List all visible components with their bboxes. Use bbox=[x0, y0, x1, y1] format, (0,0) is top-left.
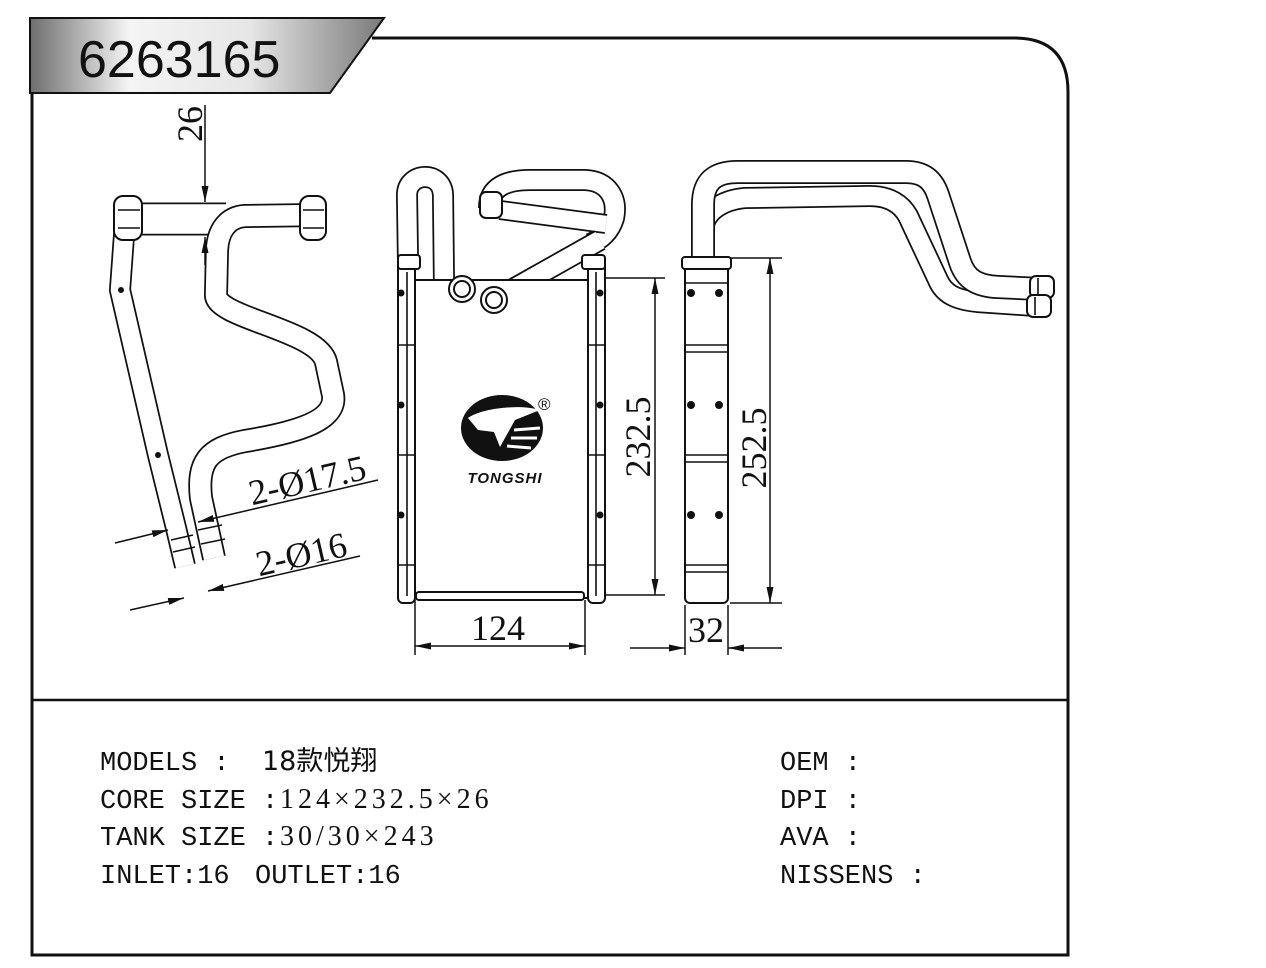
tank-size-value: 30/30×243 bbox=[280, 821, 438, 852]
dpi-label: DPI : bbox=[780, 787, 861, 817]
tank-size-label: TANK SIZE : bbox=[100, 824, 278, 854]
front-view: ® TONGSHI 232.5 124 bbox=[396, 166, 665, 655]
tank-mount-dot bbox=[397, 289, 405, 297]
tank-mount-dot bbox=[596, 401, 604, 409]
front-pipe-fitting bbox=[479, 191, 503, 219]
cross-reference-list: OEM : DPI : AVA : NISSENS : bbox=[780, 749, 926, 892]
side-mount-dot bbox=[715, 401, 723, 409]
front-cross-pipe-core bbox=[498, 201, 608, 233]
side-view: 252.5 32 bbox=[630, 160, 1055, 655]
dim-overall-height-label: 252.5 bbox=[734, 408, 774, 489]
tongshi-logo: ® TONGSHI bbox=[461, 395, 551, 487]
left-pipe-end-ring bbox=[170, 534, 194, 541]
inlet-spec: INLET:16 bbox=[100, 862, 230, 892]
left-pipe-end-ring bbox=[172, 546, 196, 553]
dim-inlet-label: 2-Ø17.5 bbox=[245, 447, 370, 513]
side-outer-pipe-core bbox=[692, 161, 1041, 300]
dim-outlet-arrow bbox=[129, 597, 185, 611]
dim-inlet-arrow bbox=[114, 529, 169, 544]
right-pipe-end-ring bbox=[200, 538, 226, 545]
right-pipe-end-ring bbox=[197, 524, 223, 531]
core-bottom-bar bbox=[415, 591, 585, 601]
side-mount-dot bbox=[715, 289, 723, 297]
side-pipe-view: 26 2-Ø17.5 2-Ø16 bbox=[109, 105, 379, 611]
side-top-cap bbox=[681, 256, 732, 270]
title-tab: 6263165 bbox=[29, 17, 386, 94]
pipe-joint-mark bbox=[118, 287, 124, 293]
registered-mark: ® bbox=[538, 395, 551, 414]
spec-table: MODELS : 18款悦翔 CORE SIZE : 124×232.5×26 … bbox=[100, 746, 493, 892]
outlet-spec: OUTLET:16 bbox=[255, 862, 401, 892]
side-mount-dot bbox=[687, 511, 695, 519]
pipe-port-ring bbox=[453, 280, 471, 298]
oem-label: OEM : bbox=[780, 749, 861, 779]
pipe-port-ring bbox=[485, 291, 503, 309]
models-value: 18款悦翔 bbox=[262, 746, 377, 777]
pipe-joint-mark bbox=[155, 452, 161, 458]
tank-mount-dot bbox=[596, 511, 604, 519]
left-top-fitting bbox=[113, 195, 143, 241]
right-top-fitting bbox=[299, 195, 327, 241]
left-tank-cap bbox=[397, 254, 421, 270]
models-label: MODELS : bbox=[100, 749, 230, 779]
side-mount-dot bbox=[687, 289, 695, 297]
dim-26-label: 26 bbox=[170, 106, 210, 142]
dim-inlet-leader bbox=[197, 479, 379, 523]
right-tank-cap bbox=[581, 254, 606, 270]
tank-mount-dot bbox=[397, 511, 405, 519]
front-arc-pipe-core bbox=[479, 170, 625, 253]
core-size-label: CORE SIZE : bbox=[100, 787, 278, 817]
front-u-pipe-core bbox=[397, 167, 454, 285]
core-size-value: 124×232.5×26 bbox=[280, 784, 493, 815]
dim-core-width-label: 124 bbox=[471, 608, 525, 648]
ava-label: AVA : bbox=[780, 824, 861, 854]
side-mount-dot bbox=[687, 401, 695, 409]
nissens-label: NISSENS : bbox=[780, 862, 926, 892]
title-tab-background bbox=[29, 17, 386, 94]
tank-mount-dot bbox=[596, 289, 604, 297]
drawing-frame bbox=[30, 36, 1070, 957]
logo-speed-lines bbox=[506, 426, 541, 450]
tank-mount-dot bbox=[397, 401, 405, 409]
dim-outlet-leader bbox=[207, 555, 361, 592]
part-number: 6263165 bbox=[78, 31, 280, 89]
brand-name: TONGSHI bbox=[467, 470, 542, 487]
side-body bbox=[684, 262, 729, 604]
logo-t-shape bbox=[468, 407, 540, 447]
dim-core-height-label: 232.5 bbox=[618, 397, 658, 478]
right-pipe-core bbox=[190, 204, 344, 561]
side-pipe-end-fitting bbox=[1026, 294, 1052, 318]
dim-thickness-label: 32 bbox=[688, 610, 724, 650]
side-mount-dot bbox=[715, 511, 723, 519]
dim-outlet-label: 2-Ø16 bbox=[252, 524, 351, 584]
